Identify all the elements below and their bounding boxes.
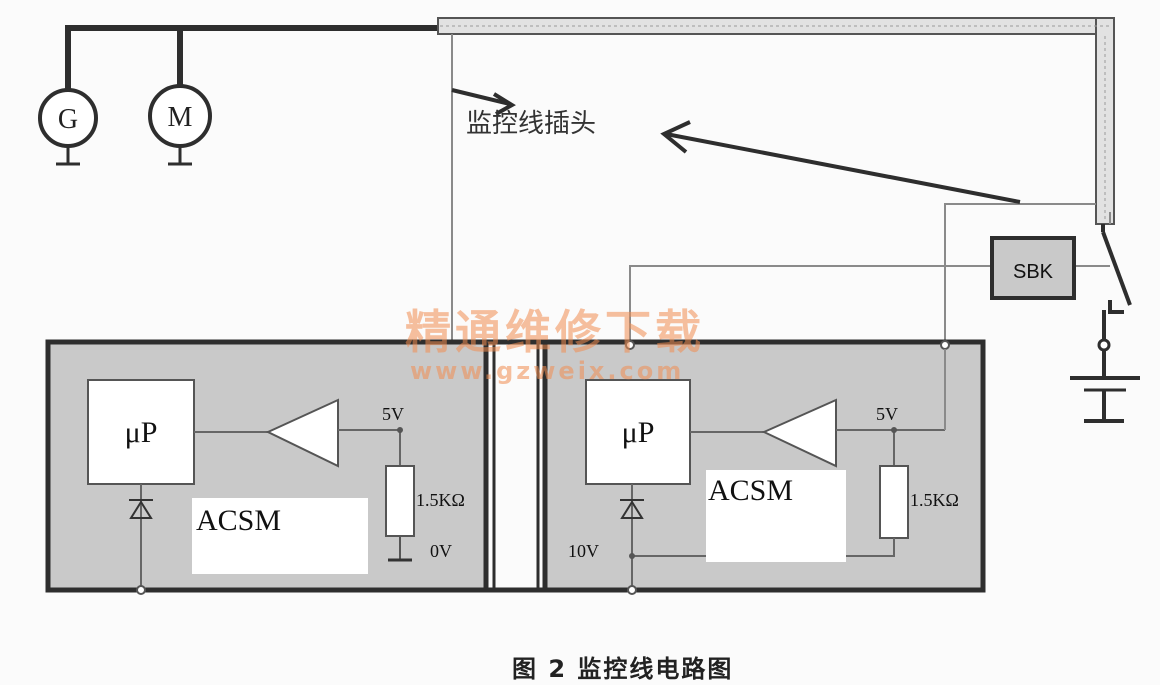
sbk-label: SBK (1013, 261, 1054, 283)
module-connector (486, 339, 545, 593)
right-module-label: ACSM (708, 474, 793, 507)
left-ground-label: 0V (430, 541, 452, 561)
watermark-url: www.gzweix.com (410, 357, 685, 385)
motor-label: M (168, 102, 193, 133)
sbk-box: SBK (990, 236, 1076, 300)
left-supply-label: 5V (382, 404, 404, 424)
monitoring-plug-callout: 监控线插头 (466, 109, 597, 139)
generator-symbol: G (38, 88, 98, 166)
left-module-label: ACSM (196, 504, 281, 537)
watermark-text: 精通维修下载 (405, 305, 705, 359)
switch-and-battery (1070, 224, 1140, 423)
monitoring-cable (437, 17, 1115, 225)
right-mcu-label: μP (622, 416, 655, 449)
generator-label: G (58, 104, 78, 135)
figure-caption: 图 2 监控线电路图 (512, 655, 734, 683)
left-resistor-label: 1.5KΩ (416, 490, 465, 510)
right-ground-label: 10V (568, 541, 599, 561)
right-resistor-label: 1.5KΩ (910, 490, 959, 510)
power-bus (65, 25, 438, 95)
right-acsm-module: μP ACSM 5V 1.5KΩ 10V (542, 339, 986, 595)
callout-arrows (451, 88, 1021, 204)
motor-symbol: M (148, 84, 212, 166)
right-supply-label: 5V (876, 404, 898, 424)
left-mcu-label: μP (125, 416, 158, 449)
left-acsm-module: μP ACSM 5V 1.5KΩ 0V (45, 339, 489, 595)
